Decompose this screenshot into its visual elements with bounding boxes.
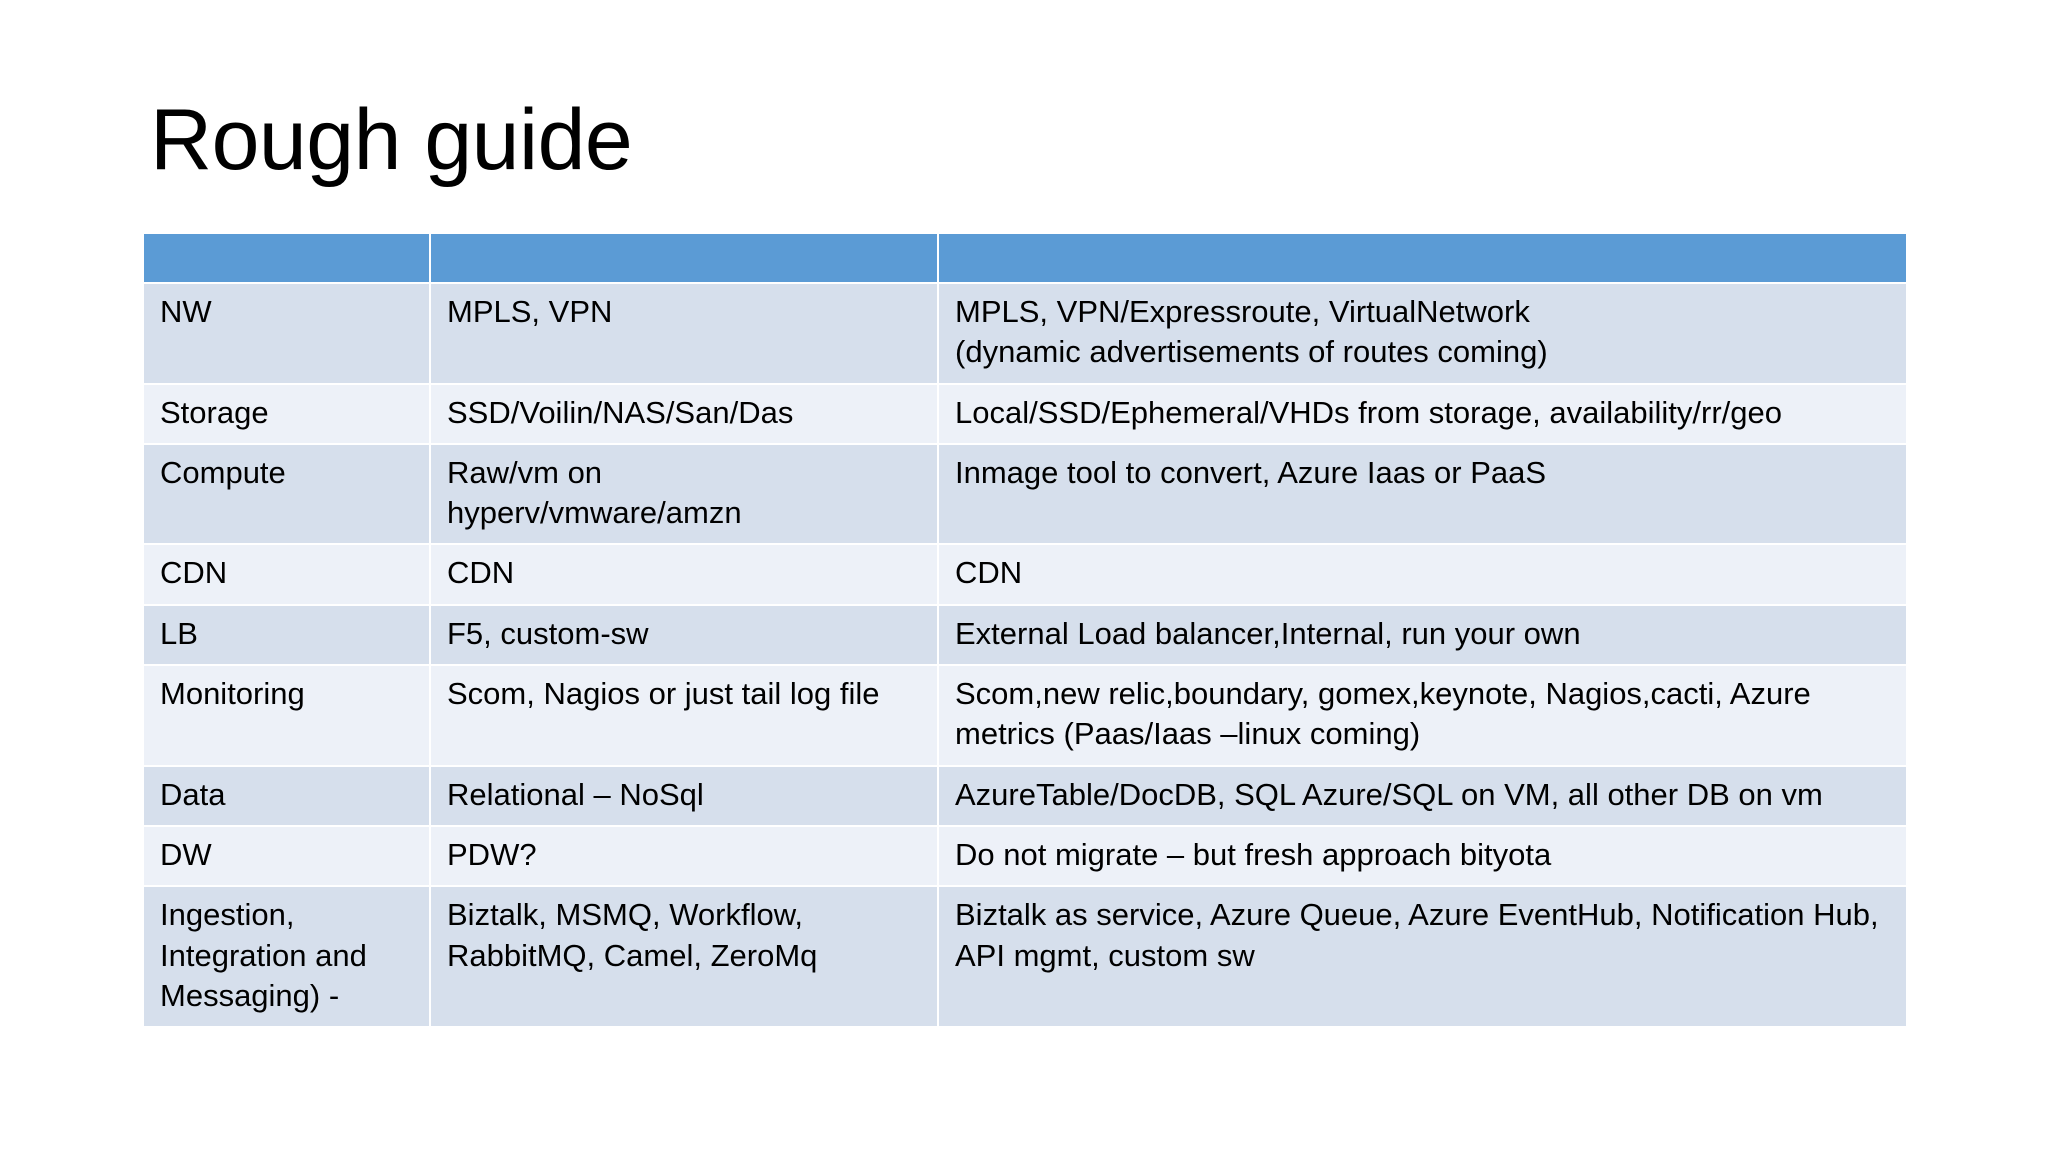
cell-text-line: CDN [447, 555, 515, 591]
cell-text-line: Storage [160, 394, 269, 430]
cell-text-line: CDN [160, 555, 228, 591]
cell-text-line: Compute [160, 454, 286, 490]
cell-text-line: AzureTable/DocDB, SQL Azure/SQL on VM, a… [955, 776, 1823, 812]
table-cell-r2c3: Local/SSD/Ephemeral/VHDs from storage, a… [939, 384, 1906, 443]
cell-text-line: Monitoring [160, 676, 305, 712]
table-row: LB F5, custom-sw External Load balancer,In… [144, 605, 1906, 665]
cell-text-line: Relational – NoSql [447, 776, 704, 812]
table-cell-r6c3: Scom,new relic,boundary, gomex,keynote, … [939, 666, 1906, 765]
table-cell-r5c2: F5, custom-sw [431, 605, 937, 665]
table-cell-r2c1: Storage [144, 384, 429, 443]
cell-text-line: PDW? [447, 836, 537, 872]
cell-text-line: F5, custom-sw [447, 615, 649, 651]
table-row: Storage SSD/Voilin/NAS/San/Das Local/SSD/E… [144, 384, 1906, 443]
table-header-row [144, 234, 1906, 282]
page-title: Rough guide [150, 92, 633, 188]
rough-guide-table: NW MPLS, VPN MPLS, VPN/Expressroute, Virtu… [142, 232, 1908, 1028]
table-header-cell-2 [431, 234, 937, 282]
cell-text-line: SSD/Voilin/NAS/San/Das [447, 394, 794, 430]
cell-text-line: Inmage tool to convert, Azure Iaas or Pa… [955, 454, 1547, 490]
cell-text-line: Scom, Nagios or just tail log file [447, 676, 880, 712]
table-cell-r3c2: Raw/vm on hyperv/vmware/amzn [431, 444, 937, 544]
cell-text-line: CDN [955, 555, 1023, 591]
table-cell-r1c3: MPLS, VPN/Expressroute, VirtualNetwork (d… [939, 284, 1906, 383]
cell-text-line: MPLS, VPN/Expressroute, VirtualNetwork [955, 294, 1530, 329]
table-row: Compute Raw/vm on hyperv/vmware/amzn Inmage… [144, 444, 1906, 544]
cell-text-line: DW [160, 836, 212, 872]
table-header [144, 234, 1906, 282]
table-cell-r5c1: LB [144, 605, 429, 665]
table-cell-r2c2: SSD/Voilin/NAS/San/Das [431, 384, 937, 443]
table-cell-r3c1: Compute [144, 444, 429, 544]
table-row: DW PDW? Do not migrate – but fresh approac… [144, 826, 1906, 886]
cell-text-line: External Load balancer,Internal, run you… [955, 615, 1581, 651]
table-cell-r8c3: Do not migrate – but fresh approach bity… [939, 826, 1906, 886]
table-cell-r8c1: DW [144, 826, 429, 886]
table-cell-r4c1: CDN [144, 545, 429, 604]
cell-text-line: Local/SSD/Ephemeral/VHDs from storage, a… [955, 394, 1783, 430]
table-cell-r4c2: CDN [431, 545, 937, 604]
table-cell-r9c3: Biztalk as service, Azure Queue, Azure E… [939, 887, 1906, 1027]
table-body: NW MPLS, VPN MPLS, VPN/Expressroute, Virtu… [144, 284, 1906, 1027]
table-cell-r7c2: Relational – NoSql [431, 766, 937, 825]
table-cell-r9c1: Ingestion, Integration and Messaging) - [144, 887, 429, 1027]
cell-text-line: NW [160, 294, 212, 329]
table-cell-r7c1: Data [144, 766, 429, 825]
table-cell-r7c3: AzureTable/DocDB, SQL Azure/SQL on VM, a… [939, 766, 1906, 825]
cell-text-line: Raw/vm on [447, 454, 603, 490]
cell-text-line: LB [160, 615, 198, 651]
table-cell-r3c3: Inmage tool to convert, Azure Iaas or Pa… [939, 444, 1906, 544]
table-cell-r4c3: CDN [939, 545, 1906, 604]
cell-text-line: Biztalk, MSMQ, Workflow, RabbitMQ, Camel… [447, 897, 818, 973]
cell-text-line: Data [160, 776, 226, 812]
table-row: CDN CDN CDN [144, 545, 1906, 604]
table-cell-r8c2: PDW? [431, 826, 937, 886]
cell-text-line: Do not migrate – but fresh approach bity… [955, 836, 1552, 872]
table-header-cell-1 [144, 234, 429, 282]
table-cell-r5c3: External Load balancer,Internal, run you… [939, 605, 1906, 665]
cell-text-line: Biztalk as service, Azure Queue, Azure E… [955, 897, 1886, 973]
table-row: Data Relational – NoSql AzureTable/DocDB, … [144, 766, 1906, 825]
table-cell-r1c1: NW [144, 284, 429, 383]
table-cell-r1c2: MPLS, VPN [431, 284, 937, 383]
cell-text-line: Ingestion, Integration and Messaging) - [160, 897, 376, 1013]
table-header-cell-3 [939, 234, 1906, 282]
cell-text-line: Scom,new relic,boundary, gomex,keynote, … [955, 676, 1820, 752]
rough-guide-table-container: NW MPLS, VPN MPLS, VPN/Expressroute, Virtu… [142, 232, 1908, 1028]
table-cell-r6c1: Monitoring [144, 666, 429, 765]
cell-text-line: hyperv/vmware/amzn [447, 495, 742, 531]
table-row: Ingestion, Integration and Messaging) - B… [144, 887, 1906, 1027]
table-cell-r9c2: Biztalk, MSMQ, Workflow, RabbitMQ, Camel… [431, 887, 937, 1027]
cell-text-line: (dynamic advertisements of routes coming… [955, 334, 1548, 370]
table-row: Monitoring Scom, Nagios or just tail log … [144, 666, 1906, 765]
table-cell-r6c2: Scom, Nagios or just tail log file [431, 666, 937, 765]
table-row: NW MPLS, VPN MPLS, VPN/Expressroute, Virtu… [144, 284, 1906, 383]
cell-text-line: MPLS, VPN [447, 294, 613, 329]
